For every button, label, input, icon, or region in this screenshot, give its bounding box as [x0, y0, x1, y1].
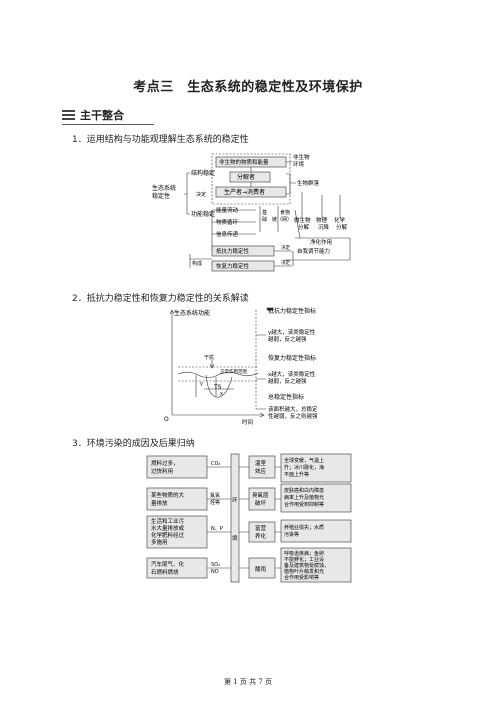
- effect-3: 富营养化: [255, 524, 267, 540]
- y-mark: y: [200, 381, 203, 387]
- center-env: 环境: [232, 497, 238, 542]
- stability-curve-diagram: 生态系统功能 时间 O 干扰 正常作用范围 TS y x 抵抗力稳定性指标 y越…: [164, 307, 319, 425]
- struct-stable: 结构稳定: [191, 169, 215, 177]
- heading-1: 1．运用结构与功能观理解生态系统的稳定性: [72, 135, 249, 145]
- ann-ts-title: 总稳定性指标: [268, 393, 304, 401]
- ann-y-title: 抵抗力稳定性指标: [268, 307, 316, 315]
- basis-label: 基 础: [262, 209, 269, 223]
- func-stable: 功能稳定: [191, 210, 215, 218]
- microbe-decomp: 微生物 分解: [294, 216, 312, 231]
- effect-1: 温室效应: [255, 459, 267, 475]
- page-title: 考点三 生态系统的稳定性及环境保护: [133, 80, 363, 95]
- self-regulation: 自我调节能力: [297, 247, 330, 255]
- result-1: 全球变暖，气温上升；冰川融化，海平面上升等: [284, 457, 324, 478]
- foodweb-label: 食物 链（网）: [272, 209, 292, 223]
- pollution-diagram: 燃料过多，过快利用 某些物质的大量排放 生活和工业污水大量排放或化学肥料经过多施…: [146, 453, 352, 583]
- section-bars-icon: [62, 110, 75, 120]
- purify-label: 净化作用: [310, 238, 332, 246]
- root-label: 生态系统 稳定性: [152, 184, 178, 200]
- stability-diagram: 生态系统 稳定性 结构稳定 功能稳定 决定 非生物的物质和能量 分解者 生产者→…: [152, 153, 351, 272]
- decide-label: 决定: [196, 191, 206, 198]
- ann-x-title: 恢复力稳定性指标: [268, 354, 316, 362]
- y-axis-label: 生态系统功能: [174, 309, 210, 317]
- decomposer-label: 分解者: [237, 173, 255, 181]
- effect-4: 酸雨: [255, 565, 267, 573]
- recover-stability: 恢复力稳定性: [216, 262, 250, 270]
- agent-1: CO₂: [211, 461, 220, 467]
- bio-community: 生物群落: [297, 179, 320, 187]
- result-2: 皮肤癌和白内障患病率上升及植物光合作用受到抑制等: [284, 487, 324, 508]
- ts-label: TS: [213, 384, 222, 391]
- result-3: 养殖业损失；水质污染等: [284, 524, 324, 538]
- normal-range-label: 正常作用范围: [220, 368, 247, 375]
- ann-x-body: x越大，该类稳定性 越弱，反之越强: [268, 370, 317, 385]
- section-underline: [62, 124, 154, 125]
- cause-4: 汽车尾气、化石燃料燃烧: [151, 560, 185, 576]
- agent-2: 氟氯烃等: [210, 492, 220, 506]
- producer-label: 生产者→消费者: [224, 188, 265, 196]
- energy-flow: 能量流动: [216, 206, 239, 214]
- ann-y-body: y越大，该类稳定性 越弱，反之越强: [268, 328, 317, 343]
- heading-3: 3．环境污染的成因及后果归纳: [72, 439, 195, 449]
- nonbio-label: 非生物的物质和能量: [219, 158, 269, 166]
- cause-2: 某些物质的大量排放: [151, 491, 185, 507]
- cause-3: 生活和工业污水大量排放或化学肥料经过多施用: [151, 517, 185, 546]
- disturb-label: 干扰: [204, 354, 214, 361]
- section-label: 主干整合: [80, 109, 124, 122]
- decide-label-3: 决定: [281, 259, 290, 266]
- nonbio-env: 非生物 环境: [293, 153, 311, 168]
- material-cycle: 物质循环: [216, 218, 239, 226]
- x-axis-label: 时间: [242, 418, 253, 425]
- ann-ts-body: 该面积越大，总稳定 性越弱，反之则越强: [268, 405, 319, 420]
- effect-2: 臭氧层破坏: [252, 491, 269, 507]
- chemical-decomp: 化学 分解: [334, 216, 348, 231]
- resist-stability: 抵抗力稳定性: [216, 247, 250, 255]
- x-mark: x: [220, 391, 223, 397]
- page-footer: 第 1 页 共 7 页: [223, 678, 273, 686]
- cause-1: 燃料过多，过快利用: [151, 459, 179, 475]
- constitute-label: 构成: [192, 260, 202, 267]
- result-4: 呼吸道疾病；鱼卵不能孵化；工业设备及建筑物受腐蚀，植物叶片萌发和光合作用受影响等: [284, 550, 329, 581]
- physical-settle: 物理 沉降: [316, 216, 330, 231]
- heading-2: 2．抵抗力稳定性和恢复力稳定性的关系解读: [72, 294, 249, 304]
- decide-label-2: 决定: [281, 244, 290, 251]
- info-transfer: 信息传递: [216, 230, 239, 238]
- origin-label: O: [164, 416, 169, 423]
- agent-3: N、P: [211, 526, 223, 532]
